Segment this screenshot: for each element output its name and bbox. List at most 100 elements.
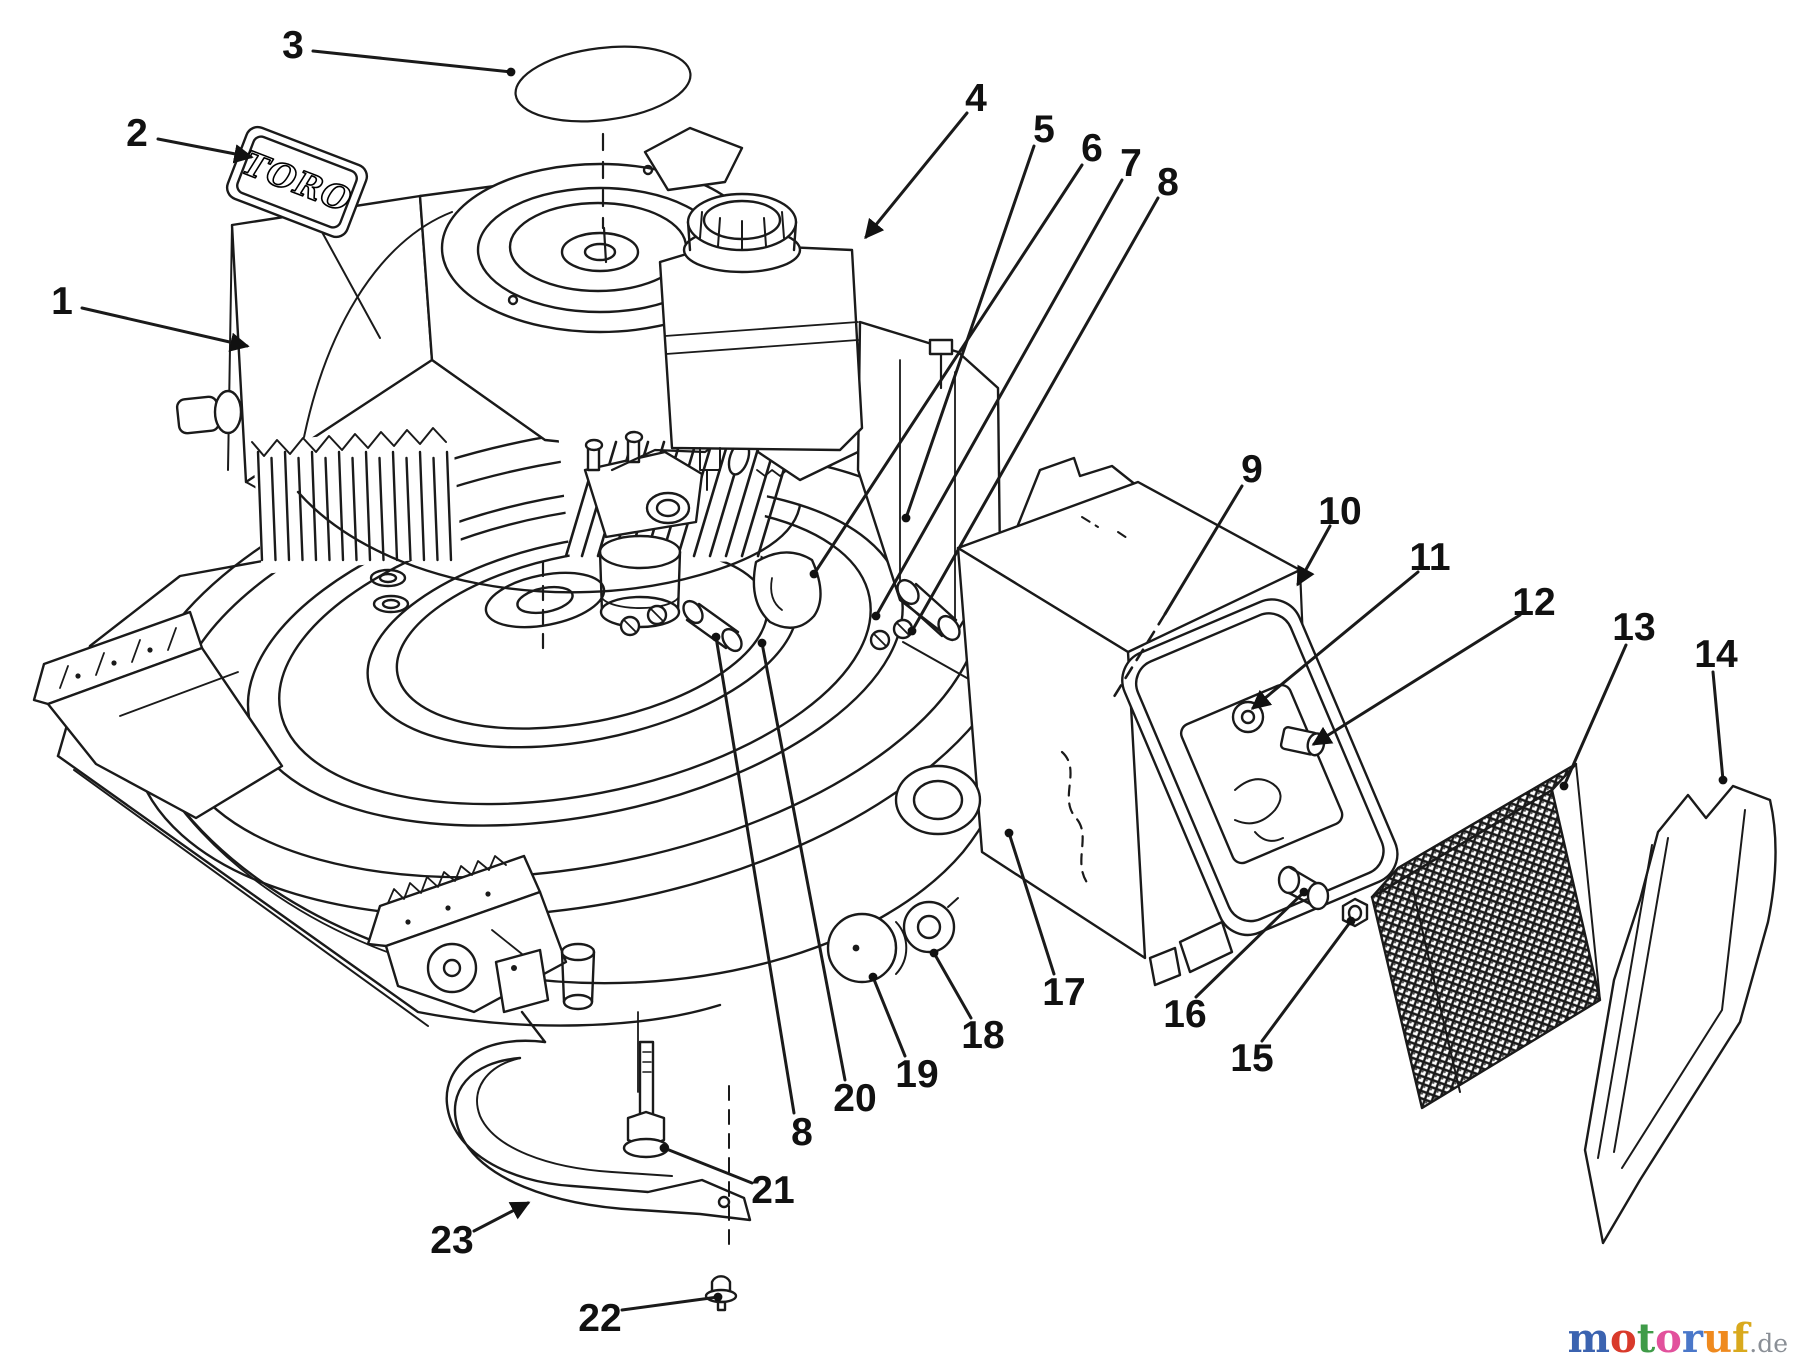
callout-leader-9-8 xyxy=(1163,484,1244,616)
callout-dot-6-5 xyxy=(809,569,819,579)
callout-label-22-22: 22 xyxy=(578,1297,621,1340)
hatch-line xyxy=(692,440,730,558)
housing-cover-frame xyxy=(1121,598,1399,937)
callout-label-13-12: 13 xyxy=(1612,606,1655,649)
watermark-letter: o xyxy=(1610,1315,1637,1362)
callout-dot-22-22 xyxy=(713,1292,723,1302)
watermark-letter: r xyxy=(1681,1315,1703,1362)
callout-dot-8-7 xyxy=(907,626,917,636)
callout-dot-17-16 xyxy=(1004,828,1014,838)
toro-badge: TORO xyxy=(225,125,369,239)
callout-dot-21-21 xyxy=(659,1143,669,1153)
axis-lines xyxy=(514,45,730,1253)
watermark-letter: f xyxy=(1732,1315,1750,1362)
fin-line xyxy=(378,456,385,562)
cap-drum xyxy=(826,912,908,984)
watermark-suffix: .de xyxy=(1749,1329,1788,1358)
fuel-cap xyxy=(682,192,802,274)
callout-label-7-6: 7 xyxy=(1120,142,1142,185)
callout-leader-19-18 xyxy=(871,975,907,1058)
callout-leader-21-21 xyxy=(662,1146,754,1185)
fin-line xyxy=(256,450,264,562)
callout-leader-16-15 xyxy=(1194,890,1306,999)
callout-leader-10-9 xyxy=(1296,524,1332,587)
callout-label-12-11: 12 xyxy=(1512,581,1555,624)
callout-dot-5-4 xyxy=(901,513,911,523)
cylinder-fins xyxy=(251,426,462,574)
watermark-letter: u xyxy=(1702,1315,1733,1362)
fin-line xyxy=(432,456,439,562)
fin-line xyxy=(270,456,277,562)
callout-leader-3-2 xyxy=(311,49,513,74)
callout-leader-8-20 xyxy=(714,635,796,1115)
callout-label-9-8: 9 xyxy=(1241,448,1263,491)
callout-label-2-1: 2 xyxy=(126,112,148,155)
callout-label-15-14: 15 xyxy=(1230,1037,1273,1080)
callout-label-8-20: 8 xyxy=(791,1111,813,1154)
fin-line xyxy=(418,450,426,562)
fuel-tank xyxy=(658,192,864,491)
deck-bracket-left xyxy=(32,610,284,820)
fin-line xyxy=(445,450,453,562)
spacer xyxy=(1277,865,1330,911)
callout-dot-18-17 xyxy=(929,948,939,958)
fin-line xyxy=(297,456,304,562)
callout-dot-15-14 xyxy=(1346,916,1356,926)
watermark-motoruf: motoruf.de xyxy=(1568,1315,1788,1362)
fin-line xyxy=(337,450,345,562)
callout-leader-1-0 xyxy=(80,306,250,352)
callout-label-16-15: 16 xyxy=(1163,993,1206,1036)
callout-leader-17-16 xyxy=(1007,831,1056,976)
callout-leader-23-23 xyxy=(472,1201,531,1233)
callout-label-6-5: 6 xyxy=(1081,127,1103,170)
air-filter-element xyxy=(1370,762,1602,1110)
watermark-letter: t xyxy=(1636,1315,1656,1362)
fin-line xyxy=(405,456,412,562)
engine-top-label-oval xyxy=(514,45,692,123)
callout-label-4-3: 4 xyxy=(965,77,987,120)
callout-leader-18-17 xyxy=(932,951,973,1020)
callout-leader-5-4 xyxy=(904,144,1036,520)
callout-label-17-16: 17 xyxy=(1042,971,1085,1014)
fin-line xyxy=(310,450,318,562)
callout-leader-4-3 xyxy=(864,111,969,240)
callout-leader-7-6 xyxy=(874,178,1124,618)
fin-line xyxy=(283,450,291,562)
callout-dot-7-6 xyxy=(871,611,881,621)
callout-label-10-9: 10 xyxy=(1318,490,1361,533)
fin-line xyxy=(364,450,372,562)
callout-leader-11-10 xyxy=(1250,570,1420,710)
callout-leader-15-14 xyxy=(1260,919,1353,1043)
callout-dot-8-20 xyxy=(711,632,721,642)
callout-label-21-21: 21 xyxy=(751,1169,794,1212)
callout-label-1-0: 1 xyxy=(51,280,73,323)
callout-leader-13-12 xyxy=(1562,643,1628,788)
callout-leader-dashed-9 xyxy=(1110,612,1167,702)
muffler-guard xyxy=(445,948,752,1222)
callout-leader-6-5 xyxy=(812,163,1084,576)
carburetor xyxy=(583,428,822,629)
air-filter-cover xyxy=(1583,784,1777,1245)
watermark-letter: o xyxy=(1655,1315,1682,1362)
washer xyxy=(902,897,959,954)
callout-label-14-13: 14 xyxy=(1694,633,1738,676)
callout-dot-14-13 xyxy=(1718,775,1728,785)
fin-line xyxy=(351,456,358,562)
callout-label-8-7: 8 xyxy=(1157,161,1179,204)
callout-label-5-4: 5 xyxy=(1033,108,1055,151)
callout-label-19-18: 19 xyxy=(895,1053,938,1096)
watermark-letter: m xyxy=(1567,1315,1610,1362)
callout-dot-20-19 xyxy=(757,638,767,648)
callout-label-20-19: 20 xyxy=(833,1077,876,1120)
small-parts xyxy=(619,578,961,984)
callout-dot-16-15 xyxy=(1299,887,1309,897)
callout-dot-19-18 xyxy=(868,972,878,982)
callout-label-3-2: 3 xyxy=(282,24,304,67)
hatch-line xyxy=(724,440,762,558)
callout-leader-12-11 xyxy=(1311,613,1522,746)
callout-leader-8-7 xyxy=(910,196,1160,633)
callout-dot-3-2 xyxy=(506,67,516,77)
